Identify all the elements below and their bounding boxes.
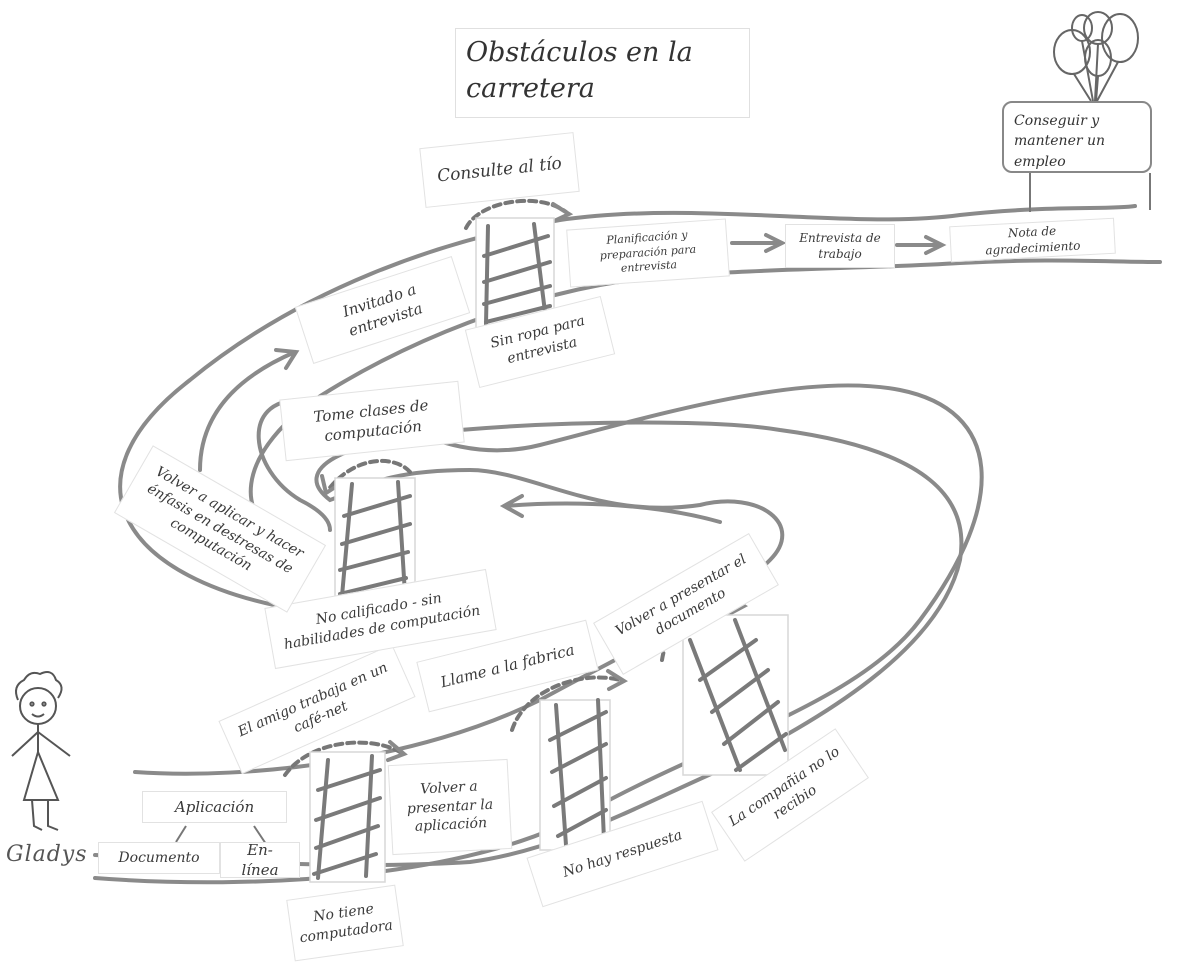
detour-arrow-4 — [326, 459, 412, 492]
arrowhead-right-2 — [924, 235, 947, 255]
obstacle-ladder-not-received — [682, 614, 789, 776]
person-label: Gladys — [6, 842, 88, 867]
step-planificacion: Planificación y preparación para entrevi… — [566, 218, 730, 288]
diagram-title: Obstáculos en la carretera — [455, 28, 750, 118]
detour-arrow-1 — [283, 740, 402, 777]
direction-arrow-left — [503, 501, 722, 524]
direction-arrow-up — [198, 350, 297, 472]
step-entrevista-trabajo: Entrevista de trabajo — [785, 224, 895, 268]
step-en-linea: En-línea — [220, 841, 300, 879]
obstacle-ladder-not-qualified — [334, 477, 416, 599]
branch-line-en-linea — [253, 825, 267, 845]
arrowhead-right-1 — [764, 233, 787, 253]
obstacle-ladder-no-response — [539, 698, 611, 851]
step-aplicacion: Aplicación — [142, 791, 287, 823]
gladys-figure-icon — [11, 671, 71, 831]
branch-line-documento — [175, 825, 187, 843]
arrowhead-up — [274, 348, 300, 370]
obstacle-ladder-clothes — [475, 217, 555, 329]
balloons-icon — [1053, 11, 1139, 102]
arrowhead-left — [499, 494, 524, 518]
goal-sign: Conseguir y mantener un empleo — [1002, 101, 1152, 173]
detour-arrowhead-2 — [606, 669, 628, 691]
detour-arrowhead-1 — [386, 740, 408, 762]
obstacle-ladder-computer — [309, 751, 386, 883]
detour-arrowhead-5 — [551, 202, 574, 223]
step-volver-presentar-aplicacion: Volver a presentar la aplicación — [387, 758, 513, 856]
step-documento: Documento — [98, 842, 220, 874]
detour-arrow-2 — [510, 675, 622, 732]
